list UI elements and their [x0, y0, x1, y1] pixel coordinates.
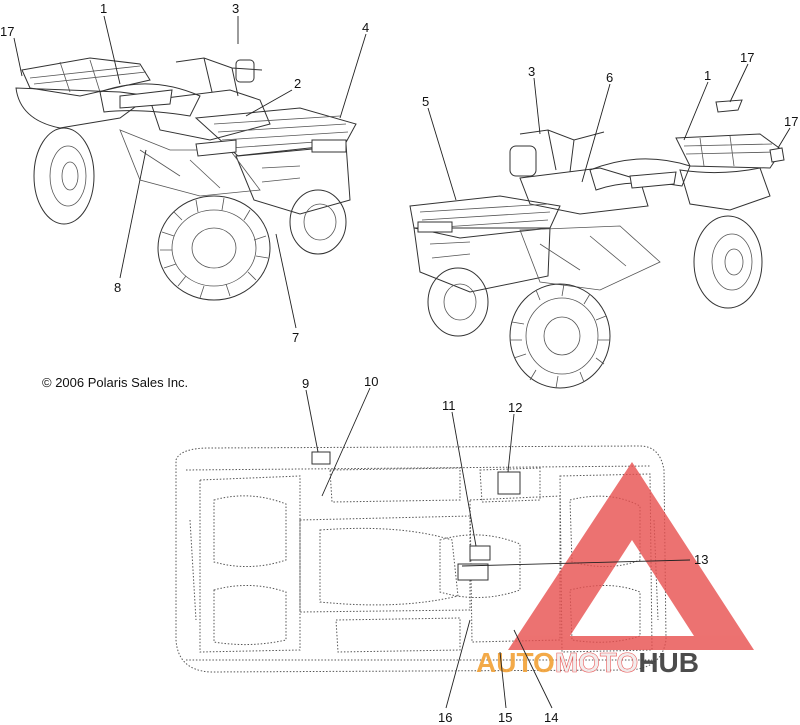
callout-1-right: 1: [704, 68, 711, 83]
decal-13-area: [457, 563, 489, 581]
callout-11: 11: [442, 398, 456, 413]
decal-12: [497, 471, 521, 495]
watermark-triangle: [508, 462, 754, 650]
callout-17-right-top: 17: [740, 50, 754, 65]
callout-17-left: 17: [0, 24, 14, 39]
callout-6: 6: [606, 70, 613, 85]
callout-3-left: 3: [232, 1, 239, 16]
copyright-notice: © 2006 Polaris Sales Inc.: [42, 375, 188, 390]
callout-13: 13: [694, 552, 708, 567]
callout-16: 16: [438, 710, 452, 725]
watermark-hub: HUB: [638, 647, 699, 678]
callout-4: 4: [362, 20, 369, 35]
callout-2: 2: [294, 76, 301, 91]
callout-1-left: 1: [100, 1, 107, 16]
callout-12: 12: [508, 400, 522, 415]
decal-11: [469, 545, 491, 561]
callout-3-right: 3: [528, 64, 535, 79]
svg-text:AUTOMOTOHUB: AUTOMOTOHUB: [476, 647, 699, 678]
decal-9: [311, 451, 331, 465]
callout-7: 7: [292, 330, 299, 345]
callout-9: 9: [302, 376, 309, 391]
callout-10: 10: [364, 374, 378, 389]
automotohub-watermark: AUTOMOTOHUB: [476, 462, 754, 678]
atv-right-view: [409, 99, 785, 389]
callout-15: 15: [498, 710, 512, 725]
callout-5: 5: [422, 94, 429, 109]
callout-17-right: 17: [784, 114, 798, 129]
watermark-moto: MOTO: [555, 647, 638, 678]
atv-left-view: [15, 57, 357, 301]
callout-14: 14: [544, 710, 558, 725]
leader-lines: [13, 15, 791, 709]
watermark-auto: AUTO: [476, 647, 555, 678]
callout-8: 8: [114, 280, 121, 295]
